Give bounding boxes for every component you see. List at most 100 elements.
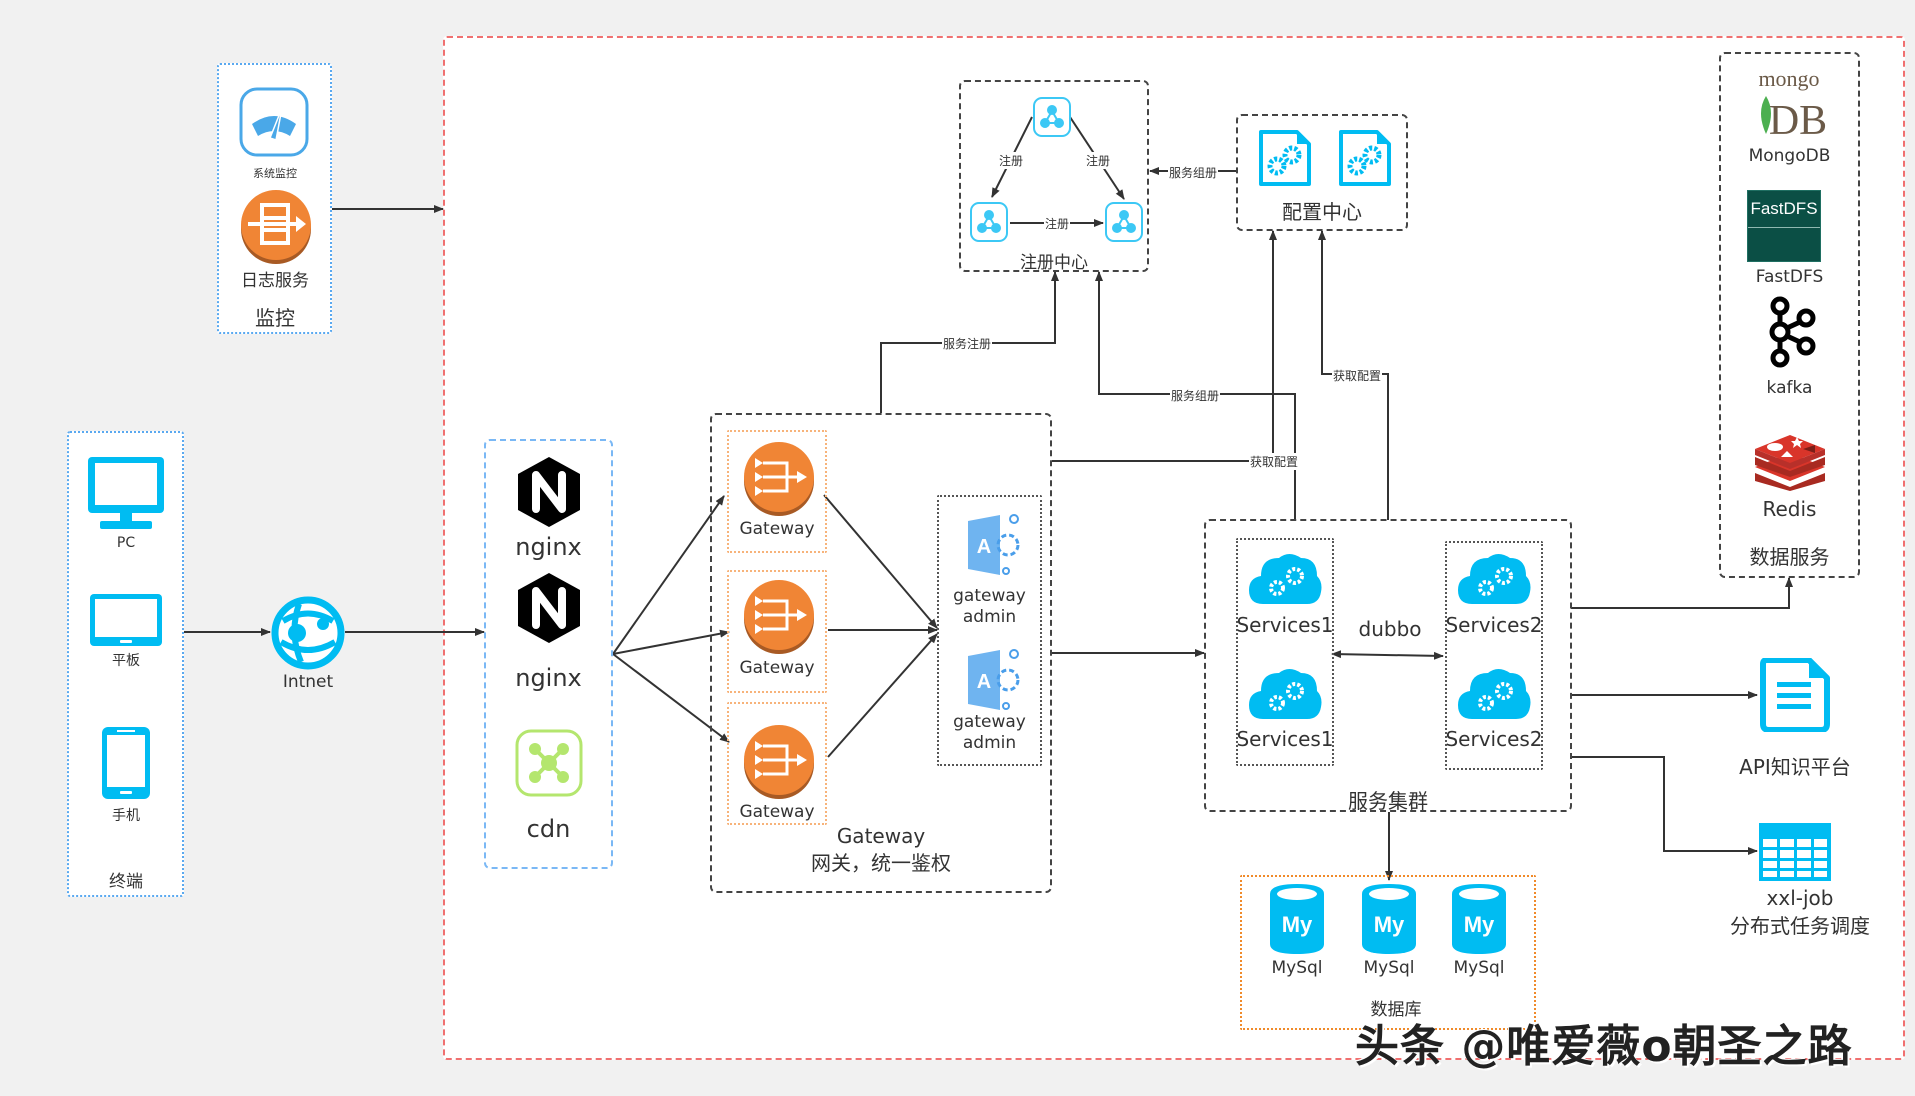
cdn-icon (515, 729, 583, 797)
gateway-router-icon (744, 580, 814, 654)
gateway-admin-line1: gateway (953, 586, 1026, 606)
kafka-icon (1769, 296, 1816, 368)
gateway-admin-label: gateway admin (937, 586, 1042, 628)
mongodb-logo: mongo DB (1752, 66, 1827, 144)
registry-node-icon (1105, 202, 1143, 242)
config-center-group (1236, 114, 1408, 231)
admin-app-icon: A (968, 514, 1020, 575)
gateway-group (710, 413, 1052, 893)
config-center-title: 配置中心 (1282, 200, 1362, 224)
registry-edge-label: 注册 (1044, 215, 1071, 232)
gateway-router-icon (744, 442, 814, 516)
gauge-icon (239, 87, 309, 157)
registry-node-icon (970, 202, 1008, 242)
registry-group (959, 80, 1149, 272)
service-label: Services1 (1236, 727, 1334, 751)
database-title: 数据库 (1370, 1000, 1422, 1020)
watermark: 头条 @唯爱薇o朝圣之路 (1355, 1021, 1853, 1072)
gateway-admin-line2: admin (962, 607, 1017, 627)
svg-text:A: A (977, 536, 991, 558)
cloud-service-icon (1249, 669, 1322, 719)
data-service-label: FastDFS (1755, 267, 1824, 287)
gateway-node (727, 570, 827, 693)
terminal-label: 平板 (112, 653, 140, 669)
cloud-service-icon (1249, 554, 1322, 604)
cloud-service-icon (1458, 554, 1531, 604)
gateway-node (727, 430, 827, 553)
svg-text:My: My (1374, 912, 1405, 937)
proxy-label: nginx (515, 664, 582, 692)
mysql-icon: My (1270, 884, 1324, 954)
gateway-node (727, 702, 827, 825)
data-services-group (1719, 52, 1860, 578)
xxl-job-label: xxl-job (1766, 886, 1834, 910)
svg-text:mongo: mongo (1758, 66, 1819, 91)
database-group (1240, 875, 1536, 1030)
phone-icon (102, 727, 150, 799)
admin-app-icon: A (968, 649, 1020, 710)
system-boundary (443, 36, 1905, 1060)
proxy-label: nginx (515, 533, 582, 561)
edge-label-cluster-config: 获取配置 (1332, 367, 1383, 384)
registry-node-icon (1033, 97, 1071, 137)
registry-title: 注册中心 (1020, 253, 1088, 273)
cloud-service-icon (1458, 669, 1531, 719)
registry-edge-label: 注册 (1085, 152, 1112, 169)
svg-text:DB: DB (1769, 98, 1826, 140)
gateway-admin-label: gateway admin (937, 712, 1042, 754)
mysql-icon: My (1362, 884, 1416, 954)
terminal-label: PC (116, 535, 136, 551)
mongodb-icon: mongo DB (1758, 66, 1827, 144)
edge-label-cluster-register: 服务组册 (1170, 387, 1221, 404)
mysql-label: MySql (1363, 958, 1415, 978)
services1-group (1236, 538, 1334, 766)
api-platform-label: API知识平台 (1739, 755, 1851, 779)
config-file-icon (1339, 130, 1391, 186)
service-label: Services2 (1445, 727, 1543, 751)
monitor-item-label: 系统监控 (253, 167, 297, 180)
dubbo-label: dubbo (1358, 617, 1422, 641)
gateway-node-label: Gateway (739, 658, 815, 678)
monitor-group-title: 监控 (255, 306, 295, 330)
gateway-group-title: Gateway (836, 824, 926, 848)
table-grid-icon (1759, 823, 1831, 881)
terminal-label: 手机 (112, 808, 140, 824)
mysql-label: MySql (1453, 958, 1505, 978)
service-cluster-title: 服务集群 (1348, 789, 1428, 813)
data-service-label: kafka (1766, 378, 1813, 398)
nginx-icon (518, 457, 580, 527)
svg-text:My: My (1464, 912, 1495, 937)
redis-icon (1755, 435, 1825, 491)
gateway-admin-group (937, 495, 1042, 766)
data-services-title: 数据服务 (1749, 545, 1830, 569)
edge-label-gateway-config: 获取配置 (1249, 453, 1300, 470)
xxl-job-description: 分布式任务调度 (1730, 914, 1870, 938)
tablet-icon (90, 594, 162, 646)
edge-label-gateway-register: 服务注册 (942, 335, 993, 352)
globe-icon (271, 596, 345, 670)
svg-text:A: A (977, 671, 991, 693)
svg-text:My: My (1282, 912, 1313, 937)
data-service-label: Redis (1762, 497, 1817, 521)
mysql-icon: My (1452, 884, 1506, 954)
registry-edge-label: 注册 (998, 152, 1025, 169)
mysql-label: MySql (1271, 958, 1323, 978)
fastdfs-logo-text: FastDFS (1748, 191, 1820, 228)
gateway-admin-line1: gateway (953, 712, 1026, 732)
desktop-icon (88, 457, 164, 529)
monitor-item-label: 日志服务 (241, 271, 309, 291)
proxy-label: cdn (526, 815, 571, 843)
service-label: Services2 (1445, 613, 1543, 637)
edge-label-config-registry: 服务组册 (1168, 164, 1219, 181)
services2-group (1445, 541, 1543, 770)
nginx-icon (518, 573, 580, 643)
gateway-node-label: Gateway (739, 519, 815, 539)
fastdfs-logo: FastDFS (1747, 190, 1821, 262)
gateway-router-icon (744, 725, 814, 799)
gateway-group-subtitle: 网关，统一鉴权 (811, 851, 951, 875)
document-icon (1760, 658, 1830, 732)
gateway-node-label: Gateway (739, 802, 815, 822)
terminals-group-title: 终端 (109, 872, 143, 892)
service-label: Services1 (1236, 613, 1334, 637)
service-cluster-group (1204, 519, 1572, 812)
